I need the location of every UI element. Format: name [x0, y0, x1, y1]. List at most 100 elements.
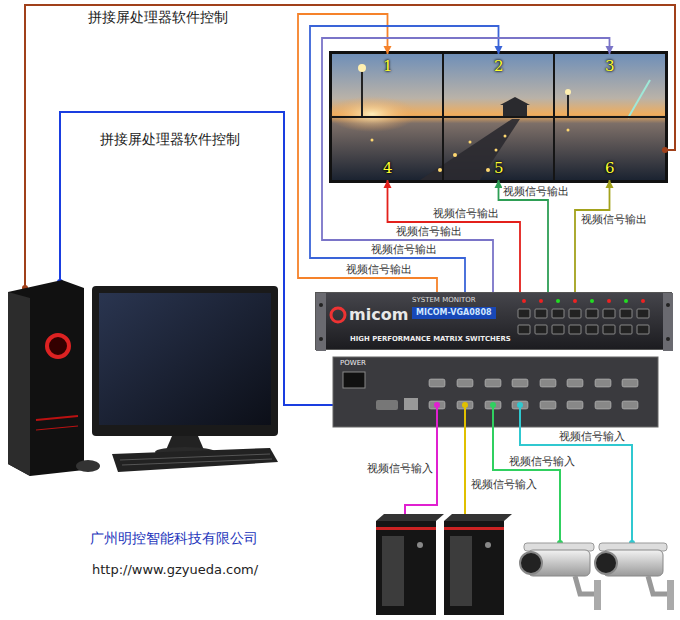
camera [520, 552, 542, 574]
matrix-rear-panel [429, 401, 445, 409]
computer [36, 416, 78, 420]
matrix-rear-panel [622, 379, 638, 387]
screw [319, 303, 323, 307]
button [569, 325, 581, 334]
arrowhead [384, 180, 392, 188]
video-wall [332, 116, 665, 118]
source-computer [376, 527, 436, 530]
video-wall [332, 54, 665, 180]
led [573, 299, 577, 303]
screw [319, 337, 323, 341]
matrix-rear-panel [457, 379, 473, 387]
button [620, 309, 632, 318]
matrix-rear-panel [404, 398, 418, 410]
edge-label: 视频信号输出 [395, 225, 463, 238]
wire-dot [490, 402, 496, 408]
panel-number: 3 [605, 57, 615, 75]
led [624, 299, 628, 303]
computer [76, 460, 100, 472]
screen-panel: 1 [332, 54, 443, 117]
edge-label: 视频信号输出 [580, 213, 648, 226]
video-wall [469, 141, 472, 144]
video-wall [504, 135, 507, 138]
source-computer [444, 521, 504, 615]
button [552, 309, 564, 318]
edge-label: 视频信号输出 [432, 207, 500, 220]
button [535, 309, 547, 318]
matrix-rear-panel [333, 357, 658, 427]
signal-label: 视频信号输入 [508, 455, 576, 468]
website-url: http://www.gzyueda.com/ [92, 562, 258, 578]
video-wall [567, 92, 569, 118]
company-name: 广州明控智能科技有限公司 [90, 530, 258, 547]
wire-dot [402, 402, 635, 546]
arrowhead [606, 46, 614, 54]
button [518, 325, 530, 334]
computer [8, 292, 30, 476]
led [539, 299, 543, 303]
screen-panel: 3 [554, 54, 665, 117]
display-screen: MICOM-VGA0808 [412, 307, 496, 319]
port-label: POWER [340, 359, 366, 367]
button [569, 309, 581, 318]
button [637, 309, 649, 318]
source-computer [450, 536, 472, 606]
video-wall [332, 116, 665, 118]
camera [575, 576, 596, 594]
panel-number: 1 [383, 57, 393, 75]
screen-panel: 2 [443, 54, 554, 117]
led [641, 299, 645, 303]
edge-label: 视频信号输出 [345, 263, 413, 276]
matrix-rear-panel [540, 379, 556, 387]
button [603, 325, 615, 334]
source-computer [444, 527, 504, 530]
button [586, 325, 598, 334]
connector-line [322, 38, 610, 292]
matrix-rear-panel [485, 401, 501, 409]
video-wall [327, 96, 417, 132]
rack-ear [316, 293, 326, 351]
matrix-rear-panel [540, 401, 556, 409]
button [552, 325, 564, 334]
signal-label: 视频信号输入 [366, 462, 434, 475]
screw [666, 303, 670, 307]
button [586, 309, 598, 318]
arrowhead [606, 180, 614, 188]
input-wire [464, 405, 466, 518]
brand-logo: micom [349, 305, 408, 324]
matrix-switcher: micomSYSTEM MONITORMICOM-VGA0808HIGH PER… [315, 292, 672, 350]
led [607, 299, 611, 303]
panel-number: 6 [605, 159, 615, 177]
model-caption: HIGH PERFORMANCE MATRIX SWITCHERS [350, 335, 511, 343]
screen-panel: 5 [443, 117, 554, 180]
matrix-rear-panel [512, 379, 528, 387]
matrix-rear-panel [622, 401, 638, 409]
connector-line [298, 14, 437, 292]
wire-dot [434, 402, 440, 408]
connector-line [575, 180, 610, 292]
computer [47, 335, 69, 357]
source-computer [485, 542, 491, 548]
panel-number: 5 [494, 159, 504, 177]
matrix-rear-panel [333, 357, 658, 427]
matrix-rear-panel [567, 379, 583, 387]
signal-connector [310, 26, 503, 292]
matrix-rear-panel [343, 372, 365, 388]
wire-dot [517, 402, 523, 408]
wire-dot [662, 147, 668, 153]
connector-line [310, 26, 499, 292]
led [522, 299, 526, 303]
camera [667, 580, 674, 610]
edge-label: 视频信号输出 [502, 185, 570, 198]
button [603, 309, 615, 318]
video-wall [565, 89, 571, 95]
video-wall [361, 68, 363, 118]
video-wall [371, 139, 374, 142]
computer [92, 286, 278, 436]
camera [594, 580, 601, 610]
signal-connector [298, 14, 437, 292]
matrix-rear-panel [429, 379, 638, 409]
input-wire [405, 405, 632, 543]
computer [36, 426, 78, 430]
arrowhead [384, 46, 392, 54]
